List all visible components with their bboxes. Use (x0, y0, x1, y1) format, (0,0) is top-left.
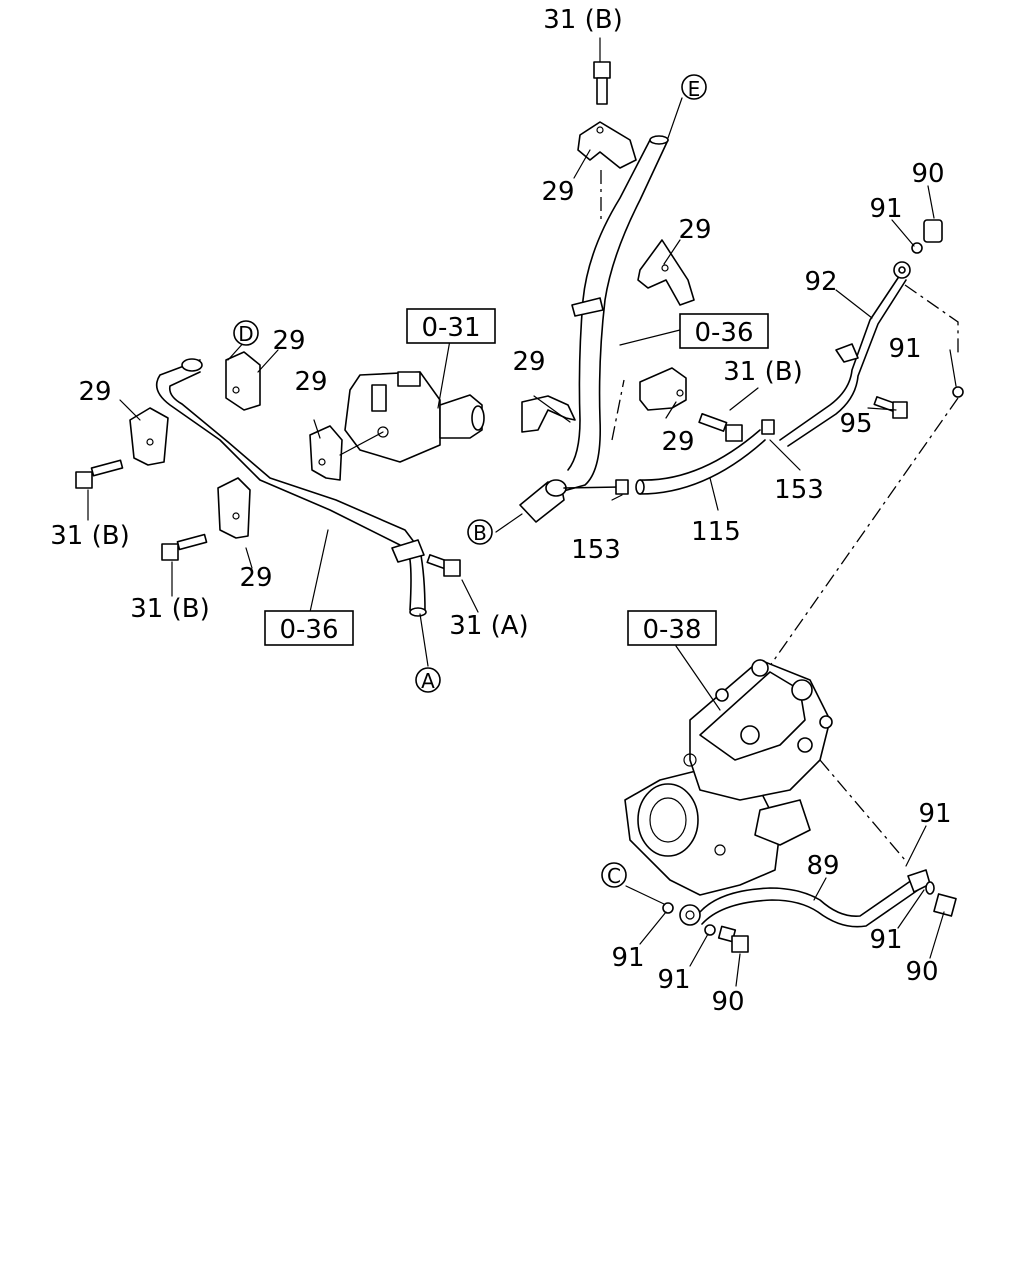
clamp-29-upper-right (637, 239, 695, 306)
banjo-bolt-90-top (911, 219, 943, 254)
callout-e: E (688, 77, 701, 101)
pipe-bracket (571, 297, 604, 317)
clamp-29-left (129, 407, 169, 466)
callout-115: 115 (691, 517, 741, 547)
callout-b: B (473, 521, 487, 545)
callout-91-top: 91 (869, 194, 902, 224)
pipe-flange-left (391, 539, 425, 563)
callout-29-right2: 29 (661, 427, 694, 457)
callout-a: A (421, 669, 435, 693)
callout-153-right: 153 (774, 475, 824, 505)
washer-91-bl (662, 902, 674, 914)
callout-91-bm: 91 (657, 965, 690, 995)
bolt-31b-top (593, 61, 611, 105)
ref-circle-e (681, 74, 707, 100)
callout-91-right: 91 (888, 334, 921, 364)
callout-c: C (607, 864, 621, 888)
callout-29-left: 29 (78, 377, 111, 407)
callout-90-br: 90 (905, 957, 938, 987)
callout-031: 0-31 (421, 313, 480, 343)
bolt-31b-lower (161, 533, 208, 561)
callout-92: 92 (804, 267, 837, 297)
air-compressor (624, 659, 833, 896)
callout-29-mid: 29 (678, 215, 711, 245)
ref-box-036-left (264, 610, 354, 646)
ref-circle-c (601, 862, 627, 888)
bolt-31b-right (698, 412, 743, 442)
banjo-bolt-90-bm (717, 925, 749, 953)
callout-91-comp: 91 (918, 799, 951, 829)
callout-89: 89 (806, 851, 839, 881)
callout-29-top: 29 (541, 177, 574, 207)
callout-31b-lower: 31 (B) (130, 594, 209, 624)
callout-29-d: 29 (272, 326, 305, 356)
callout-31b-top: 31 (B) (543, 5, 622, 35)
washer-91-br (925, 881, 935, 895)
callout-31b-left: 31 (B) (50, 521, 129, 551)
callout-29-lower: 29 (239, 563, 272, 593)
leader-lines (87, 37, 957, 987)
pipe-left-d-a (155, 358, 427, 617)
clamp-29-d (225, 351, 261, 411)
banjo-bolt-90-br (933, 893, 957, 917)
hose-b-end (519, 479, 621, 523)
callout-d: D (238, 322, 253, 346)
ref-box-038 (627, 610, 717, 646)
pipe-upper-e (559, 135, 669, 493)
ref-circle-a (415, 667, 441, 693)
hose-115 (615, 429, 766, 495)
callout-29-center: 29 (294, 367, 327, 397)
callout-036-left: 0-36 (279, 615, 338, 645)
callout-90-top: 90 (911, 159, 944, 189)
callout-153-left: 153 (571, 535, 621, 565)
clamp-29-lower (217, 477, 251, 539)
fitting-153-right (761, 419, 775, 435)
clamp-29-right-mid (639, 367, 687, 411)
clamp-29-bracket-mid (521, 395, 576, 433)
bolt-31a (426, 554, 461, 577)
callout-31a: 31 (A) (449, 611, 528, 641)
washer-91-right (952, 386, 964, 398)
callout-038: 0-38 (642, 615, 701, 645)
clamp-29-top (577, 121, 637, 169)
callout-29-bracket: 29 (512, 347, 545, 377)
callout-95: 95 (839, 409, 872, 439)
callout-90-bm: 90 (711, 987, 744, 1017)
ref-circle-d (233, 320, 259, 346)
clamp-29-center (309, 425, 343, 481)
bolt-31b-left (75, 459, 124, 489)
ref-box-036-right (679, 313, 769, 349)
thermostat-housing (339, 371, 485, 463)
callout-31b-right: 31 (B) (723, 357, 802, 387)
callout-91-br: 91 (869, 925, 902, 955)
callout-91-bl: 91 (611, 943, 644, 973)
bolt-95 (873, 396, 908, 419)
ref-box-031 (406, 308, 496, 344)
pipe-92 (779, 261, 911, 447)
pipe-89 (679, 869, 931, 928)
washer-91-bm (704, 924, 716, 936)
ref-circle-b (467, 519, 493, 545)
callout-036-right: 0-36 (694, 318, 753, 348)
